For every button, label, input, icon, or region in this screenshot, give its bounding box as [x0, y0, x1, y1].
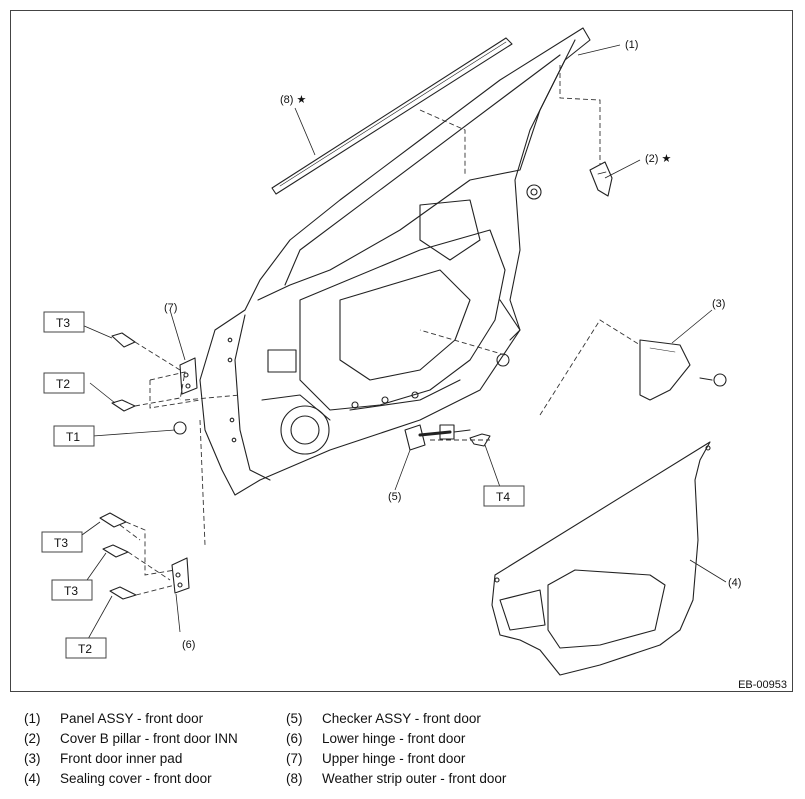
callout-3: (3): [712, 298, 725, 310]
torque-label-t1: T1: [53, 425, 95, 447]
legend-text: Upper hinge - front door: [322, 751, 466, 766]
svg-text:T1: T1: [66, 430, 80, 444]
svg-text:T3: T3: [56, 316, 70, 330]
callout-4: (4): [728, 577, 741, 589]
torque-label-t2-lower: T2: [65, 637, 107, 659]
torque-label-t2-upper: T2: [43, 372, 85, 394]
svg-text:T4: T4: [496, 490, 510, 504]
torque-label-t3-upper: T3: [43, 311, 85, 333]
callout-5: (5): [388, 491, 401, 503]
sealing-cover: [491, 441, 711, 676]
legend-text: Weather strip outer - front door: [322, 771, 507, 786]
checker-assy: [404, 424, 491, 451]
hinge-bolts: [99, 332, 187, 600]
legend-item: (3) Front door inner pad: [24, 749, 182, 769]
torque-label-t3-lower-2: T3: [51, 579, 93, 601]
legend-item: (6) Lower hinge - front door: [286, 729, 465, 749]
lower-hinge: [171, 557, 190, 594]
exploded-door-diagram: (1) (2) ★ (3) (4) (5) (6) (7) (8) ★ T3 T…: [41, 27, 741, 676]
legend-number: (1): [24, 711, 41, 726]
callout-2: (2) ★: [645, 153, 672, 165]
torque-label-t3-lower-1: T3: [41, 531, 83, 553]
torque-label-t4: T4: [483, 485, 525, 507]
diagram-frame: [10, 10, 793, 692]
upper-hinge: [179, 357, 198, 395]
svg-text:T2: T2: [78, 642, 92, 656]
legend-text: Checker ASSY - front door: [322, 711, 481, 726]
legend-item: (2) Cover B pillar - front door INN: [24, 729, 238, 749]
legend-item: (5) Checker ASSY - front door: [286, 709, 481, 729]
legend-item: (1) Panel ASSY - front door: [24, 709, 203, 729]
weather-strip-outer: [271, 37, 513, 195]
guide-lines: [119, 65, 641, 596]
callout-7: (7): [164, 302, 177, 314]
legend-number: (6): [286, 731, 303, 746]
svg-text:T2: T2: [56, 377, 70, 391]
svg-text:T3: T3: [54, 536, 68, 550]
door-panel-assy: [199, 27, 591, 496]
legend-number: (4): [24, 771, 41, 786]
figure-code: EB-00953: [736, 679, 789, 691]
legend-number: (7): [286, 751, 303, 766]
callout-8: (8) ★: [280, 94, 307, 106]
legend-item: (4) Sealing cover - front door: [24, 769, 212, 789]
legend-number: (5): [286, 711, 303, 726]
callout-1: (1): [625, 39, 638, 51]
legend-text: Sealing cover - front door: [60, 771, 212, 786]
legend-number: (3): [24, 751, 41, 766]
legend-text: Cover B pillar - front door INN: [60, 731, 238, 746]
cover-b-pillar: [589, 161, 613, 197]
legend-item: (8) Weather strip outer - front door: [286, 769, 506, 789]
legend-text: Lower hinge - front door: [322, 731, 466, 746]
legend-item: (7) Upper hinge - front door: [286, 749, 465, 769]
callout-6: (6): [182, 639, 195, 651]
legend-text: Panel ASSY - front door: [60, 711, 204, 726]
svg-text:T3: T3: [64, 584, 78, 598]
legend-text: Front door inner pad: [60, 751, 183, 766]
legend-number: (8): [286, 771, 303, 786]
front-door-inner-pad: [639, 339, 727, 401]
legend-number: (2): [24, 731, 41, 746]
leader-lines: [74, 44, 727, 649]
